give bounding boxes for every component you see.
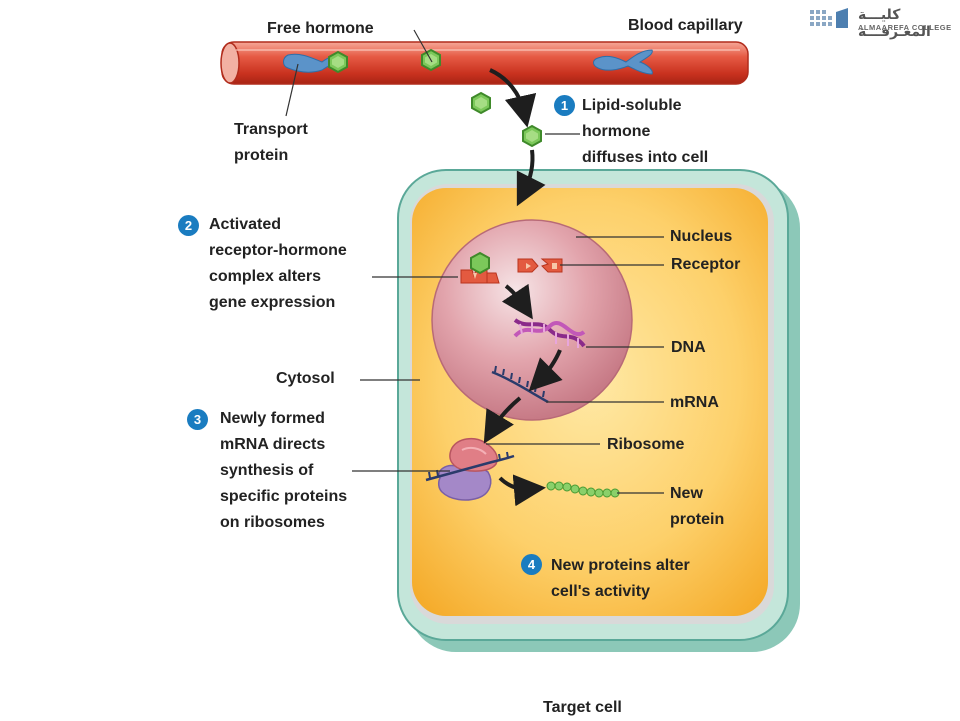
- college-logo-icon: [810, 8, 848, 28]
- new-protein-label-line1: New: [670, 485, 703, 502]
- new-protein-label-line2: protein: [670, 511, 725, 528]
- ribosome-label: Ribosome: [607, 436, 685, 453]
- blood-capillary-label: Blood capillary: [628, 17, 743, 34]
- blood-capillary: [220, 41, 749, 85]
- step-badge-3: 3: [187, 409, 208, 430]
- receptor-icon: [517, 258, 563, 273]
- step-badge-1: 1: [554, 95, 575, 116]
- hormone-icon: [522, 124, 542, 148]
- step-badge-2: 2: [178, 215, 199, 236]
- step1-text-line3: diffuses into cell: [582, 149, 709, 166]
- free-hormone-label: Free hormone: [267, 20, 374, 37]
- nucleus-label: Nucleus: [670, 228, 733, 245]
- target-cell-label: Target cell: [543, 699, 622, 716]
- mrna-label: mRNA: [670, 394, 719, 411]
- receptor-hormone-complex: [460, 251, 500, 284]
- step-badge-4: 4: [521, 554, 542, 575]
- leader-lines: [285, 29, 664, 494]
- step3-text-line4: specific proteins: [220, 488, 348, 505]
- step2-text-line1: Activated: [209, 216, 282, 233]
- step3-text-line3: synthesis of: [220, 462, 314, 479]
- process-arrows: [483, 68, 563, 507]
- step3-text-line2: mRNA directs: [220, 436, 326, 453]
- receptor-label: Receptor: [671, 256, 741, 273]
- ribosome-icon: [425, 437, 515, 501]
- step2-text-line4: gene expression: [209, 294, 336, 311]
- dna-label: DNA: [671, 339, 706, 356]
- college-logo: كليـــة المعـرفـــة ALMAAREFA COLLEGE: [808, 6, 958, 39]
- step2-text-line2: receptor-hormone: [209, 242, 347, 259]
- step2-text-line3: complex alters: [209, 268, 322, 285]
- mrna-icon: [491, 365, 549, 404]
- step1-text-line1: Lipid-soluble: [582, 97, 682, 114]
- dna-icon: [513, 318, 586, 348]
- step1-text-line2: hormone: [582, 123, 651, 140]
- step3-text-line1: Newly formed: [220, 410, 325, 427]
- hormone-icon: [328, 50, 348, 74]
- step4-text-line1: New proteins alter: [551, 557, 690, 574]
- cytosol-label: Cytosol: [276, 370, 335, 387]
- step4-text-line2: cell's activity: [551, 583, 650, 600]
- transport-protein-label-line1: Transport: [234, 121, 308, 138]
- step3-text-line5: on ribosomes: [220, 514, 325, 531]
- hormone-icon: [471, 91, 491, 115]
- transport-protein-label-line2: protein: [234, 147, 289, 164]
- new-protein-icon: [546, 481, 620, 498]
- nucleus: [431, 219, 633, 421]
- transport-protein-icon: [593, 49, 653, 75]
